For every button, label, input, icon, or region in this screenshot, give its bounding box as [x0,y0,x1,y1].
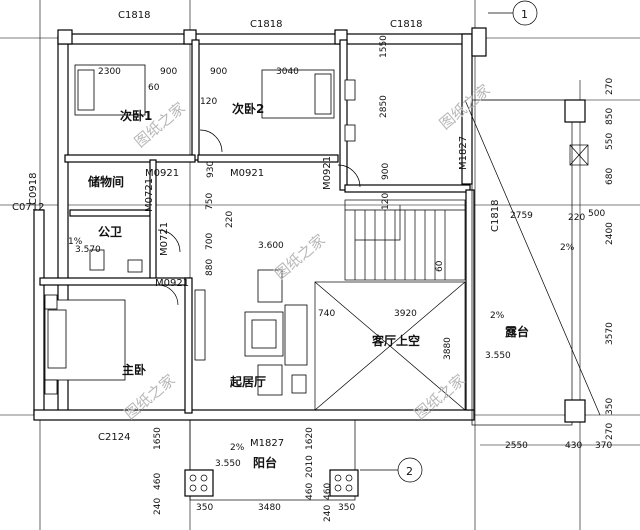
svg-text:270: 270 [605,78,615,95]
svg-text:图纸之家: 图纸之家 [271,231,329,283]
svg-text:930: 930 [206,161,216,178]
slope-mark-2: 2% [490,311,505,321]
svg-text:350: 350 [338,503,355,513]
svg-text:2550: 2550 [505,441,528,451]
door-m1827-a: M1827 [458,136,469,170]
slope-mark-3: 2% [230,443,245,453]
svg-text:120: 120 [381,193,391,210]
svg-text:350: 350 [605,398,615,415]
slope-mark-4: 1% [68,237,83,247]
svg-text:900: 900 [381,163,391,180]
svg-text:370: 370 [595,441,612,451]
room-label-terrace: 露台 [505,324,529,339]
window-c0712: C0712 [12,202,44,213]
interior-walls [39,39,475,414]
svg-text:430: 430 [565,441,582,451]
room-label-master: 主卧 [122,362,146,377]
exterior-walls [33,27,487,421]
window-c1818-c: C1818 [390,19,422,30]
room-label-balcony: 阳台 [253,455,277,470]
window-c1818-d: C1818 [490,200,501,232]
slope-mark-1: 2% [560,243,575,253]
axis-markers [360,0,538,483]
svg-text:1620: 1620 [305,427,315,450]
svg-text:350: 350 [196,503,213,513]
room-label-bedroom2a: 次卧1 [120,108,152,123]
svg-text:880: 880 [205,259,215,276]
axis-label-1: 1 [521,8,528,21]
void-area [314,99,601,416]
svg-text:3040: 3040 [276,67,299,77]
svg-text:240: 240 [153,498,163,515]
furniture [44,64,356,396]
window-c0918: C0918 [28,173,39,205]
door-m1827-b: M1827 [250,438,284,449]
svg-text:900: 900 [210,67,227,77]
svg-text:700: 700 [205,233,215,250]
svg-text:900: 900 [160,67,177,77]
svg-text:240: 240 [323,505,333,522]
svg-text:460: 460 [305,483,315,500]
level-mark-1: 3.600 [258,241,284,251]
balcony [184,419,359,501]
dimensions: 2300 900 900 3040 60 120 1550 2850 930 9… [98,35,615,522]
svg-text:2850: 2850 [379,95,389,118]
svg-text:3570: 3570 [605,322,615,345]
svg-text:460: 460 [323,483,333,500]
svg-text:3480: 3480 [258,503,281,513]
svg-text:850: 850 [605,108,615,125]
svg-text:740: 740 [318,309,335,319]
svg-text:3880: 3880 [443,337,453,360]
svg-text:2010: 2010 [305,455,315,478]
svg-text:460: 460 [153,473,163,490]
door-m0921-b: M0921 [230,168,264,179]
svg-text:1550: 1550 [379,35,389,58]
door-m0921-d: M0921 [155,278,189,289]
room-label-bathroom: 公卫 [98,225,122,239]
svg-text:750: 750 [205,193,215,210]
room-label-living: 起居厅 [229,374,266,389]
window-c2124: C2124 [98,432,130,443]
door-m0921-a: M0921 [145,168,179,179]
watermarks: 图纸之家 图纸之家 图纸之家 图纸之家 图纸之家 [121,81,494,423]
svg-text:2400: 2400 [605,222,615,245]
svg-text:220: 220 [225,211,235,228]
door-swings [157,129,361,306]
svg-text:3920: 3920 [394,309,417,319]
svg-text:120: 120 [200,97,217,107]
room-label-void: 客厅上空 [371,333,420,348]
svg-text:550: 550 [605,133,615,150]
level-mark-3: 3.550 [215,459,241,469]
window-c1818-b: C1818 [250,19,282,30]
door-m0721-b: M0721 [159,222,170,256]
svg-text:500: 500 [588,209,605,219]
room-label-storage: 储物间 [88,174,124,189]
svg-text:220: 220 [568,213,585,223]
svg-text:2300: 2300 [98,67,121,77]
svg-text:60: 60 [148,83,160,93]
door-m0921-c: M0921 [322,156,333,190]
room-label-bedroom2b: 次卧2 [232,101,264,116]
terrace [471,99,589,426]
svg-text:270: 270 [605,423,615,440]
door-m0721-a: M0721 [144,178,155,212]
axis-label-2: 2 [406,465,413,478]
level-mark-2: 3.550 [485,351,511,361]
svg-text:1650: 1650 [153,427,163,450]
svg-text:680: 680 [605,168,615,185]
svg-text:60: 60 [435,260,445,272]
svg-text:2759: 2759 [510,211,533,221]
level-mark-4: 3.570 [75,245,101,255]
staircase [344,199,466,281]
window-c1818-a: C1818 [118,10,150,21]
